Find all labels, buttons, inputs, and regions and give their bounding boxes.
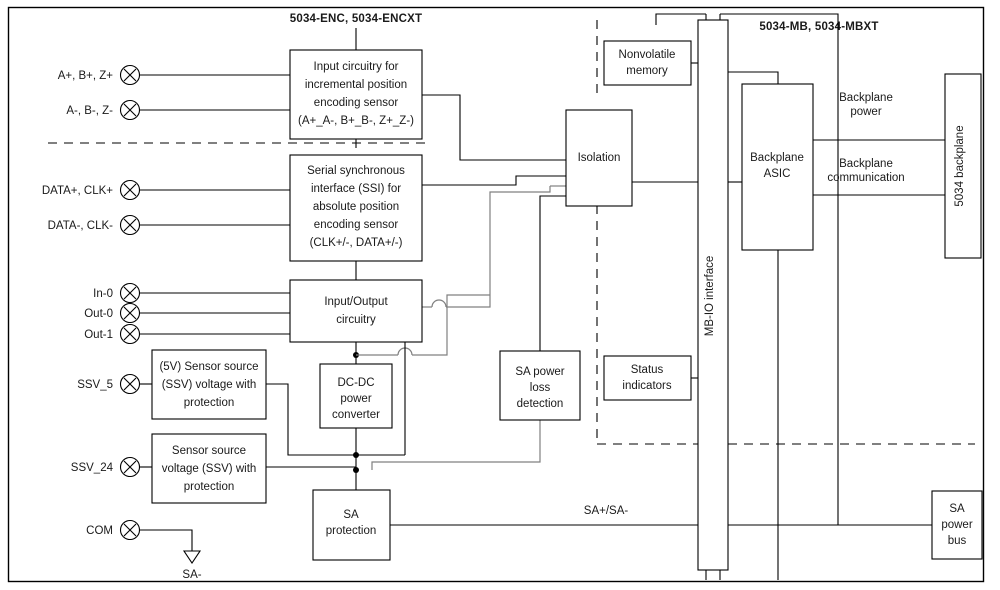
terminal-label-5: Out-0 (84, 308, 113, 320)
block-ssv24-line-2: protection (184, 481, 235, 493)
block-ssv5-line-1: (SSV) voltage with (162, 379, 257, 391)
terminal-out-0[interactable]: Out-0 (84, 302, 141, 324)
block-nvm-line-0: Nonvolatile (619, 49, 676, 61)
block-incremental-encoder[interactable]: Input circuitry for incremental position… (289, 49, 423, 140)
block-sa-power-bus[interactable]: SA power bus (931, 490, 983, 560)
wire-isolation-to-sapowerloss (539, 195, 566, 356)
header-enc: 5034-ENC, 5034-ENCXT (290, 13, 422, 25)
block-dcdc-converter[interactable]: DC-DC power converter (319, 363, 393, 429)
header-mb: 5034-MB, 5034-MBXT (759, 21, 878, 33)
block-ssi-line-0: Serial synchronous (307, 165, 405, 177)
block-ssv5[interactable]: (5V) Sensor source (SSV) voltage with pr… (151, 349, 267, 420)
block-ssi[interactable]: Serial synchronous interface (SSI) for a… (289, 154, 423, 262)
terminal-label-2: DATA+, CLK+ (42, 185, 113, 197)
block-ssi-line-2: absolute position (313, 201, 399, 213)
terminal-label-7: SSV_5 (77, 379, 113, 391)
label-backplane-comm-2: communication (827, 172, 904, 184)
block-incremental-line-0: Input circuitry for (314, 61, 399, 73)
block-status-indicators[interactable]: Status indicators (603, 355, 692, 401)
block-mbio-label: MB-IO interface (704, 256, 716, 337)
terminal-label-8: SSV_24 (71, 462, 114, 474)
wire-ssv5-block-to-rail (266, 383, 356, 456)
block-incremental-line-3: (A+_A-, B+_B-, Z+_Z-) (298, 115, 414, 127)
block-status-line-0: Status (631, 364, 664, 376)
terminal-datap-clkp[interactable]: DATA+, CLK+ (42, 179, 141, 201)
block-status-line-1: indicators (622, 380, 671, 392)
label-backplane-power-2: power (850, 106, 881, 118)
block-ssi-line-1: interface (SSI) for (311, 183, 401, 195)
terminal-label-9: COM (86, 525, 113, 537)
block-sa-protection-line-0: SA (343, 509, 359, 521)
wire-hop-io-out (431, 299, 447, 308)
block-ssv24-line-1: voltage (SSV) with (162, 463, 257, 475)
block-incremental-line-2: encoding sensor (314, 97, 399, 109)
terminal-am-bm-zm[interactable]: A-, B-, Z- (66, 99, 141, 121)
wire-com-to-ground (140, 529, 193, 551)
block-ssv24-line-0: Sensor source (172, 445, 246, 457)
terminal-ssv-5[interactable]: SSV_5 (77, 373, 141, 395)
terminal-com[interactable]: COM (86, 519, 141, 541)
block-asic-line-1: ASIC (764, 168, 791, 180)
block-sa-powerloss-line-2: detection (517, 398, 564, 410)
block-ssv5-line-2: protection (184, 397, 235, 409)
block-dcdc-line-0: DC-DC (337, 377, 374, 389)
wire-io-out-seg2 (446, 186, 551, 308)
block-incremental-line-1: incremental position (305, 79, 407, 91)
block-io-line-0: Input/Output (324, 296, 388, 308)
wire-mbio-to-asic-top (728, 71, 779, 84)
label-backplane-power-1: Backplane (839, 92, 893, 104)
block-io-line-1: circuitry (336, 314, 376, 326)
terminal-label-6: Out-1 (84, 329, 113, 341)
block-dcdc-line-2: converter (332, 409, 380, 421)
label-sa-bus: SA+/SA- (584, 505, 629, 517)
block-isolation-line-0: Isolation (578, 152, 621, 164)
block-mb-io-interface[interactable]: MB-IO interface (697, 19, 729, 571)
block-ssi-line-4: (CLK+/-, DATA+/-) (310, 237, 403, 249)
terminal-label-3: DATA-, CLK- (48, 220, 114, 232)
block-sa-protection[interactable]: SA protection (312, 489, 391, 561)
block-sa-power-loss-detection[interactable]: SA power loss detection (499, 350, 581, 421)
wire-io-ret-seg2 (412, 294, 490, 356)
block-ssv5-line-0: (5V) Sensor source (159, 361, 258, 373)
junction-ssv24 (353, 467, 359, 473)
block-dcdc-line-1: power (340, 393, 371, 405)
label-sa-minus: SA- (182, 569, 201, 581)
wire-ssi-to-isolation (422, 175, 566, 186)
wire-mbio-loop-left (655, 13, 706, 25)
diagram-border (7, 6, 985, 583)
block-asic-line-0: Backplane (750, 152, 804, 164)
wire-mbio-loop-right (720, 13, 839, 525)
block-io-circuitry[interactable]: Input/Output circuitry (289, 279, 423, 343)
block-backplane-asic[interactable]: Backplane ASIC (741, 83, 814, 251)
block-sapowerbus-line-2: bus (948, 535, 967, 547)
ground-symbol-sa-minus (182, 550, 202, 564)
block-sapowerbus-line-0: SA (949, 503, 965, 515)
block-sa-powerloss-line-0: SA power (515, 366, 564, 378)
terminal-datam-clkm[interactable]: DATA-, CLK- (48, 214, 141, 236)
block-5034-backplane[interactable]: 5034 backplane (944, 73, 982, 259)
terminal-ap-bp-zp[interactable]: A+, B+, Z+ (58, 64, 141, 86)
wire-saprotection-to-powerloss (371, 420, 541, 470)
block-nvm-line-1: memory (626, 65, 668, 77)
block-sa-powerloss-line-1: loss (530, 382, 551, 394)
wire-incremental-to-isolation (422, 94, 566, 161)
block-nonvolatile-memory[interactable]: Nonvolatile memory (603, 40, 692, 86)
terminal-in-0[interactable]: In-0 (93, 282, 141, 304)
block-sapowerbus-line-1: power (941, 519, 972, 531)
terminal-out-1[interactable]: Out-1 (84, 323, 141, 345)
block-sa-protection-line-1: protection (326, 525, 377, 537)
block-ssv24[interactable]: Sensor source voltage (SSV) with protect… (151, 433, 267, 504)
terminal-ssv-24[interactable]: SSV_24 (71, 456, 141, 478)
label-backplane-comm-1: Backplane (839, 158, 893, 170)
block-backplane-label: 5034 backplane (954, 125, 966, 206)
block-isolation[interactable]: Isolation (565, 109, 633, 207)
block-ssi-line-3: encoding sensor (314, 219, 399, 231)
terminal-label-1: A-, B-, Z- (66, 105, 113, 117)
terminal-label-4: In-0 (93, 288, 113, 300)
terminal-label-0: A+, B+, Z+ (58, 70, 114, 82)
